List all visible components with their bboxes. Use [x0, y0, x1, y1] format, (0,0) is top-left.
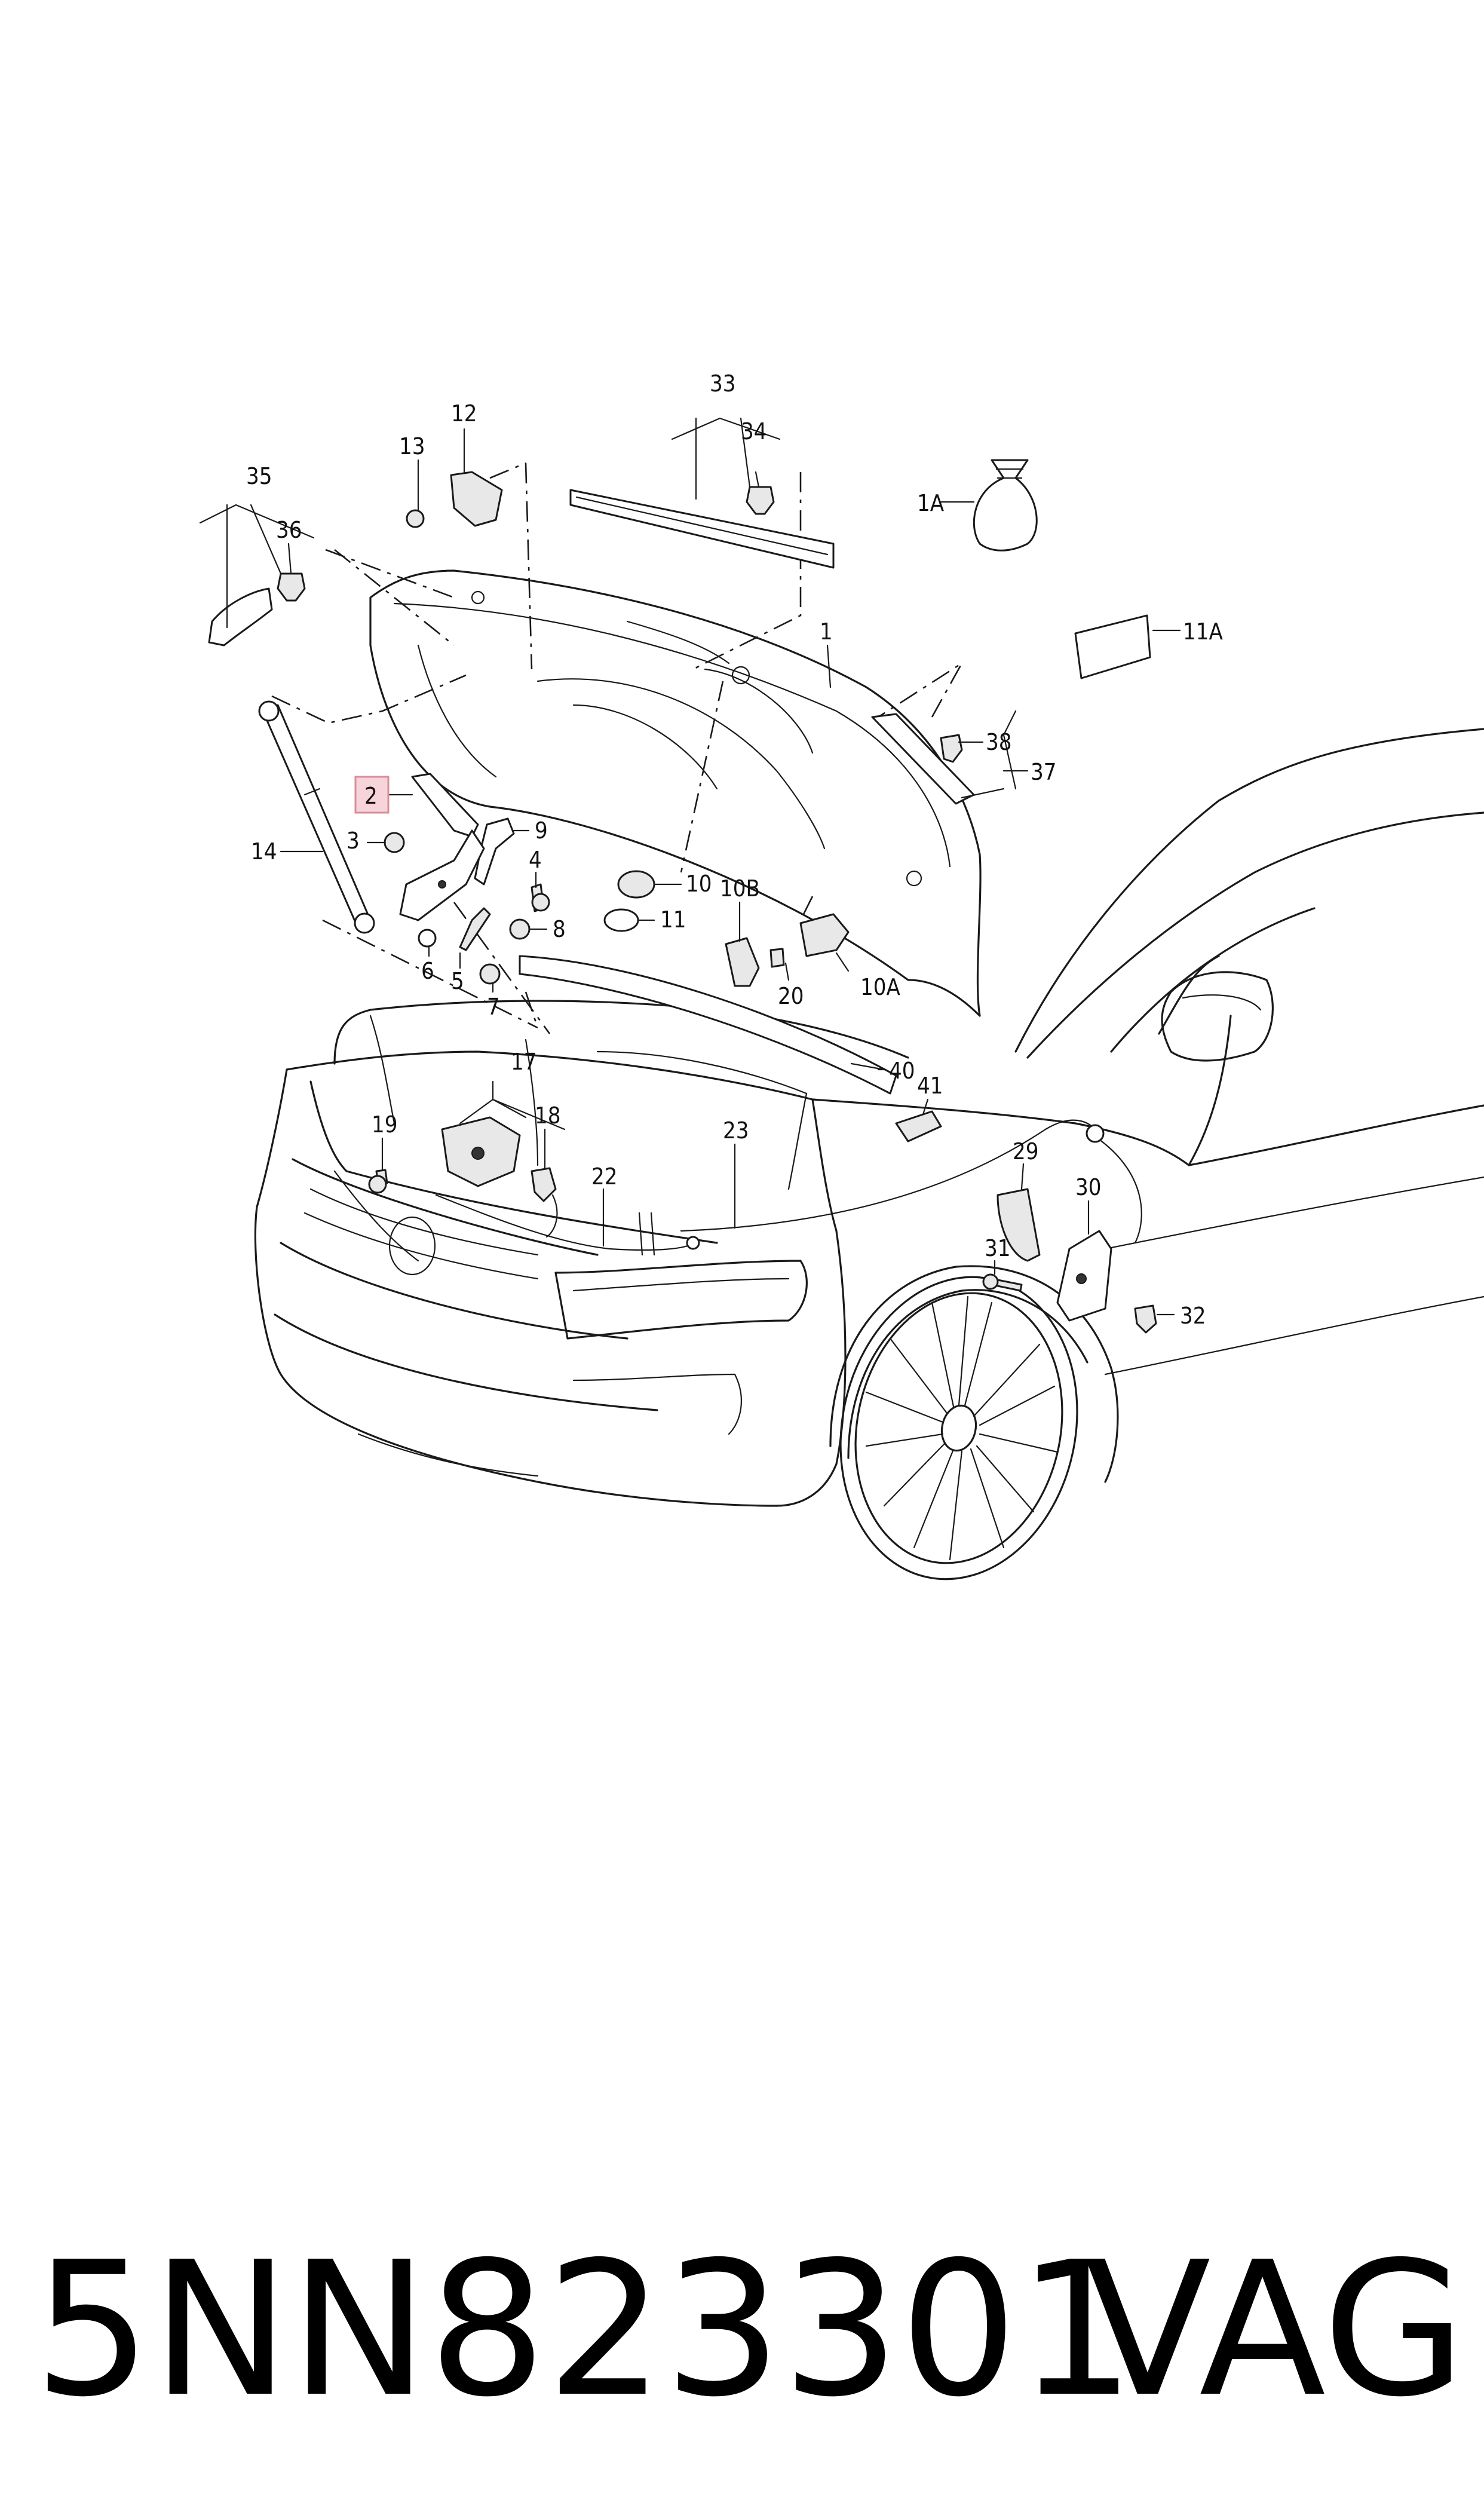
latch-10A: [799, 913, 850, 957]
callout-2: 2: [364, 783, 378, 809]
callout-13: 13: [399, 433, 425, 460]
ring-11: [603, 908, 639, 932]
strip-37: [871, 713, 975, 805]
callout-29: 29: [1013, 1138, 1039, 1165]
clip-32: [1134, 1304, 1157, 1334]
callout-14: 14: [251, 838, 277, 865]
cap-41: [895, 1110, 942, 1142]
callout-6: 6: [421, 958, 434, 984]
clip-34: [746, 486, 775, 515]
callout-33: 33: [710, 370, 736, 397]
callout-23: 23: [723, 1117, 749, 1144]
cable-22: [435, 1194, 694, 1251]
cable-23: [680, 1119, 1100, 1232]
nut-3: [384, 832, 405, 853]
leader-lines: [199, 417, 1181, 1316]
callout-3: 3: [347, 828, 360, 854]
bracket-12: [450, 471, 503, 527]
callout-30: 30: [1075, 1174, 1102, 1200]
callout-41: 41: [917, 1073, 943, 1099]
nut-8: [509, 918, 531, 940]
callout-31: 31: [985, 1235, 1011, 1261]
clip-20: [769, 948, 785, 968]
callout-10B: 10B: [720, 875, 760, 902]
callout-19: 19: [372, 1111, 398, 1138]
clip-38: [940, 734, 963, 763]
assembly-lines: [271, 462, 963, 1034]
callout-20: 20: [778, 983, 804, 1009]
callout-8: 8: [553, 916, 566, 942]
car-body: [254, 569, 1484, 1580]
bag-1A: [973, 459, 1038, 552]
bracket-10B: [725, 937, 760, 987]
callout-38: 38: [986, 729, 1012, 755]
highlight-box-2: [354, 776, 390, 814]
handle-29: [997, 1188, 1041, 1262]
callout-22: 22: [591, 1163, 618, 1190]
seal-40: [519, 955, 897, 1095]
seal-strip-33: [569, 489, 835, 569]
sticker-11A: [1074, 614, 1151, 679]
nut-13: [406, 509, 425, 528]
hinge-lower: [399, 829, 485, 921]
callout-9: 9: [535, 817, 548, 844]
callout-11: 11: [660, 906, 686, 933]
callout-35: 35: [246, 463, 272, 489]
callout-labels: 33 34 12 13 35 36 1A 1 11A 38 37 2 3 14 …: [246, 370, 1223, 1329]
footer: 5NN823301 VAG: [0, 2211, 1484, 2450]
callout-34: 34: [741, 418, 767, 445]
callout-17: 17: [511, 1049, 537, 1075]
brand-name: VAG: [1084, 2222, 1466, 2438]
callout-1: 1: [820, 618, 833, 645]
switch-18: [531, 1167, 557, 1202]
callout-32: 32: [1180, 1303, 1206, 1329]
callout-12: 12: [451, 400, 477, 427]
callout-5: 5: [451, 968, 464, 994]
nut-7: [479, 963, 501, 985]
bolt-5: [459, 907, 491, 951]
clip-36: [277, 572, 306, 602]
callout-18: 18: [535, 1102, 561, 1129]
callout-7: 7: [487, 994, 500, 1020]
bracket-35: [208, 587, 273, 647]
part-number: 5NN823301: [33, 2222, 1136, 2438]
callout-1A: 1A: [917, 490, 945, 516]
callout-4: 4: [529, 847, 542, 873]
callout-40: 40: [889, 1058, 915, 1084]
hinge-2: [411, 773, 479, 838]
parts: [208, 459, 1157, 1334]
callout-37: 37: [1031, 759, 1057, 785]
diagram-svg: 33 34 12 13 35 36 1A 1 11A 38 37 2 3 14 …: [199, 370, 1484, 1580]
washer-6: [418, 929, 437, 948]
callout-10: 10: [686, 871, 712, 897]
callout-11A: 11A: [1183, 618, 1223, 645]
callout-10A: 10A: [860, 974, 900, 1000]
parts-diagram: 33 34 12 13 35 36 1A 1 11A 38 37 2 3 14 …: [199, 370, 1484, 1580]
callout-36: 36: [276, 517, 302, 543]
buffer-10: [617, 870, 655, 899]
gas-strut-14: [262, 704, 372, 930]
